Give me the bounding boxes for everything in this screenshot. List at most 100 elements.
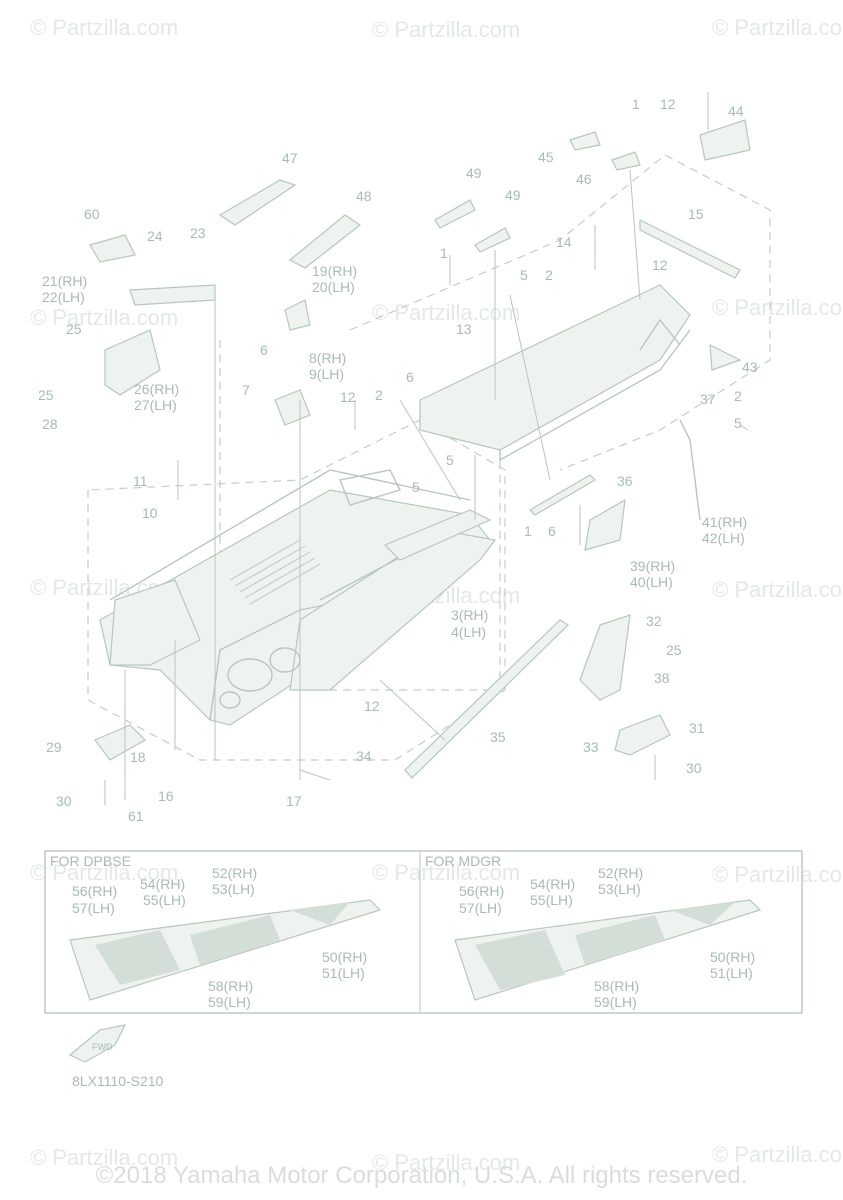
callout: 48	[356, 188, 372, 204]
callout: 25	[66, 321, 82, 337]
decal-panels-frame	[44, 850, 803, 1014]
callout: 1	[524, 523, 532, 539]
callout: 12	[660, 96, 676, 112]
callout: 39(RH)	[630, 558, 675, 574]
watermark: © Partzilla.com	[30, 1145, 178, 1170]
callout: 32	[646, 613, 662, 629]
callout: 30	[686, 760, 702, 776]
callout: 29	[46, 739, 62, 755]
callout: 6	[260, 342, 268, 358]
callout: 5	[412, 479, 420, 495]
callout: 4(LH)	[451, 624, 486, 640]
callout: 54(RH)	[530, 876, 575, 892]
copyright-notice: ©2018 Yamaha Motor Corporation, U.S.A. A…	[95, 1162, 748, 1189]
callout: 21(RH)	[42, 273, 87, 289]
callout: 59(LH)	[208, 994, 251, 1010]
callout: 2	[734, 388, 742, 404]
callout: 47	[282, 150, 298, 166]
watermark: © Partzilla.com	[712, 577, 843, 602]
callout: 5	[446, 452, 454, 468]
callout: 57(LH)	[72, 900, 115, 916]
callout: 12	[364, 698, 380, 714]
callout: 23	[190, 225, 206, 241]
tunnel-deck	[419, 284, 691, 462]
watermark: © Partzilla.com	[372, 300, 520, 325]
callout: 17	[286, 793, 302, 809]
callout: 42(LH)	[702, 530, 745, 546]
callout: 11	[133, 473, 148, 489]
callout: 46	[576, 171, 592, 187]
callout: 1	[440, 245, 448, 261]
callout: 34	[356, 748, 372, 764]
callout: 2	[545, 267, 553, 283]
callout: 53(LH)	[598, 881, 641, 897]
panel-title: FOR MDGR	[425, 853, 501, 869]
fwd-arrow-icon: FWD	[68, 1024, 127, 1063]
callout: 51(LH)	[322, 965, 365, 981]
callout: 28	[42, 416, 58, 432]
callout: 10	[142, 505, 158, 521]
callout: 8(RH)	[309, 350, 346, 366]
callout: 50(RH)	[322, 949, 367, 965]
callout: 56(RH)	[459, 883, 504, 899]
watermark: © Partzilla.com	[372, 860, 520, 885]
panel-mdgr: FOR MDGR 52(RH) 53(LH) 56(RH) 54(RH) 57(…	[425, 853, 762, 1010]
callout: 51(LH)	[710, 965, 753, 981]
callout: 55(LH)	[530, 892, 573, 908]
watermark: © Partzilla.com	[372, 1150, 520, 1175]
callout: 44	[728, 103, 744, 119]
watermark: © Partzilla.com	[712, 15, 843, 40]
callout: 41(RH)	[702, 514, 747, 530]
watermark: © Partzilla.com	[30, 860, 178, 885]
figure-code: 8LX1110-S210	[72, 1073, 164, 1089]
watermark: © Partzilla.com	[712, 295, 843, 320]
callout: 6	[406, 369, 414, 385]
watermark: © Partzilla.com	[712, 862, 843, 887]
callout: 35	[490, 729, 506, 745]
callouts: 1 12 44 45 46 47 48 49 49 60 15 14 12 24…	[38, 96, 758, 824]
callout: 1	[632, 96, 640, 112]
callout: 25	[666, 642, 682, 658]
callout: 55(LH)	[143, 892, 186, 908]
callout: 38	[654, 670, 670, 686]
watermark: © Partzilla.com	[30, 15, 178, 40]
callout: 58(RH)	[594, 978, 639, 994]
callout: 3(RH)	[451, 607, 488, 623]
callout: 6	[548, 523, 556, 539]
panel-dpbse: FOR DPBSE 52(RH) 53(LH) 56(RH) 54(RH) 57…	[50, 853, 382, 1010]
callout: 50(RH)	[710, 949, 755, 965]
callout: 49	[505, 187, 521, 203]
watermark-layer: © Partzilla.com © Partzilla.com © Partzi…	[30, 15, 843, 1175]
callout: 16	[158, 788, 174, 804]
watermark: © Partzilla.com	[372, 17, 520, 42]
callout: 5	[520, 267, 528, 283]
vent-slots	[229, 539, 321, 605]
callout: 2	[375, 387, 383, 403]
callout: 15	[688, 206, 704, 222]
callout: 5	[734, 415, 742, 431]
callout: 24	[147, 228, 163, 244]
callout: 53(LH)	[212, 881, 255, 897]
callout: 30	[56, 793, 72, 809]
callout: 45	[538, 149, 554, 165]
chassis-frame	[99, 469, 497, 726]
callout: 59(LH)	[594, 994, 637, 1010]
callout: 22(LH)	[42, 289, 85, 305]
callout: 27(LH)	[134, 397, 177, 413]
callout: 18	[130, 749, 146, 765]
callout: 56(RH)	[72, 883, 117, 899]
callout: 20(LH)	[312, 279, 355, 295]
callout: 57(LH)	[459, 900, 502, 916]
misc-parts	[89, 119, 751, 779]
callout: 33	[583, 739, 599, 755]
callout: 7	[242, 382, 250, 398]
leader-lines	[104, 92, 749, 805]
callout: 52(RH)	[212, 865, 257, 881]
callout: 61	[128, 808, 144, 824]
callout: 60	[84, 206, 100, 222]
watermark: © Partzilla.com	[712, 1142, 843, 1167]
callout: 25	[38, 387, 54, 403]
fwd-label: FWD	[92, 1042, 113, 1052]
callout: 12	[340, 389, 356, 405]
